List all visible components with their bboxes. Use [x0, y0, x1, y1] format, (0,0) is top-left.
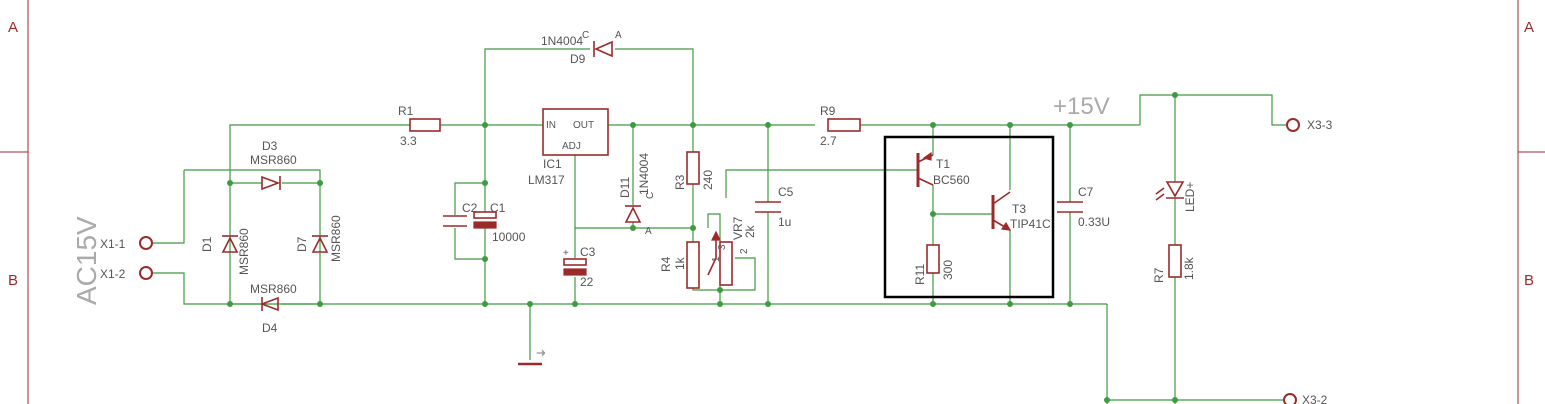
zone-a-right: A: [1524, 19, 1534, 36]
capacitor-c2[interactable]: C2: [443, 201, 478, 227]
capacitor-c5-ref: C5: [778, 185, 794, 199]
transistor-t3-ref: T3: [1012, 202, 1026, 216]
diode-d9[interactable]: 1N4004 D9 C A: [541, 30, 622, 66]
resistor-r11-ref: R11: [913, 264, 927, 285]
led-label: LED+: [1183, 182, 1197, 212]
diode-d11-ref: D11: [618, 177, 632, 198]
resistor-r7[interactable]: R7 1.8k: [1152, 244, 1196, 283]
capacitor-c1[interactable]: C1 10000: [473, 201, 526, 244]
diode-d1[interactable]: D1 MSR860: [200, 228, 251, 275]
zone-a-left: A: [8, 19, 18, 36]
diode-d11-anode: A: [645, 226, 652, 237]
resistor-r1-ref: R1: [398, 104, 414, 118]
diode-d7[interactable]: D7 MSR860: [295, 215, 343, 262]
ac15v-net-label: AC15V: [71, 216, 102, 305]
transistor-t1-value: BC560: [933, 173, 970, 187]
connector-x1-1-label: X1-1: [100, 237, 126, 251]
resistor-r4-ref: R4: [659, 256, 673, 272]
diode-d4-ref: D4: [262, 321, 278, 335]
capacitor-c3[interactable]: + C3 22: [563, 245, 596, 289]
diode-d1-value: MSR860: [237, 228, 251, 275]
resistor-r7-value: 1.8k: [1182, 256, 1196, 280]
regulator-ic1-value: LM317: [528, 173, 565, 187]
capacitor-c5-value: 1u: [778, 215, 791, 229]
diode-d3-value: MSR860: [250, 153, 297, 167]
transistor-t3-value: TIP41C: [1010, 217, 1051, 231]
transistor-t1-ref: T1: [936, 157, 950, 171]
diode-d9-value: 1N4004: [541, 34, 583, 48]
resistor-r9-ref: R9: [820, 104, 836, 118]
zone-b-left: B: [8, 272, 18, 289]
capacitor-c3-value: 22: [580, 275, 594, 289]
resistor-r11-value: 300: [941, 260, 955, 280]
ic1-pin-in: IN: [546, 120, 556, 131]
diode-d11[interactable]: D11 1N4004 C A: [618, 153, 656, 237]
capacitor-c2-ref: C2: [462, 201, 478, 215]
resistor-r1[interactable]: R1 3.3: [398, 104, 441, 148]
potentiometer-vr7-pin2: 2: [739, 248, 750, 254]
resistor-r9-value: 2.7: [820, 134, 837, 148]
diode-d9-anode: A: [615, 30, 622, 41]
ic1-pin-out: OUT: [573, 120, 594, 131]
potentiometer-vr7-pin3: 3: [717, 244, 728, 250]
potentiometer-vr7-ref: VR7: [731, 216, 745, 240]
capacitor-c1-ref: C1: [490, 201, 506, 215]
regulator-ic1-ref: IC1: [543, 157, 562, 171]
resistor-r3-value: 240: [701, 170, 715, 190]
resistor-r1-value: 3.3: [400, 134, 417, 148]
resistor-r11[interactable]: R11 300: [913, 244, 955, 285]
diode-d4[interactable]: MSR860 D4: [250, 282, 297, 335]
resistor-r7-ref: R7: [1152, 267, 1166, 283]
capacitor-c1-value: 10000: [492, 230, 526, 244]
zone-b-right: B: [1524, 272, 1534, 289]
led[interactable]: LED+: [1155, 181, 1197, 212]
connector-x1-2[interactable]: X1-2: [100, 266, 153, 281]
diode-d4-value: MSR860: [250, 282, 297, 296]
regulator-ic1[interactable]: IN OUT ADJ IC1 LM317: [528, 108, 609, 187]
ground-label: ⏚: [536, 348, 548, 358]
connector-x3-3[interactable]: X3-3: [1286, 118, 1333, 132]
resistor-r3[interactable]: R3 240: [673, 151, 715, 190]
potentiometer-vr7-value: 2k: [743, 224, 757, 238]
junctions: [227, 92, 1178, 403]
diode-d3-ref: D3: [262, 139, 278, 153]
diode-d3[interactable]: D3 MSR860: [250, 139, 297, 191]
potentiometer-vr7-pin1: 1: [711, 256, 722, 262]
transistor-t1[interactable]: T1 BC560: [916, 151, 970, 187]
selection-box: [883, 135, 1055, 299]
resistor-r4[interactable]: R4 1k: [659, 241, 700, 289]
diode-d11-value: 1N4004: [637, 153, 651, 195]
diode-d11-cathode: C: [645, 192, 656, 199]
connector-x1-1[interactable]: X1-1: [100, 236, 153, 251]
capacitor-c7-ref: C7: [1078, 185, 1094, 199]
diode-d9-cathode: C: [582, 30, 589, 41]
connector-x3-3-label: X3-3: [1307, 118, 1333, 132]
diode-d1-ref: D1: [200, 236, 214, 252]
capacitor-c7[interactable]: C7 0.33U: [1057, 185, 1110, 229]
connector-x3-2[interactable]: X3-2: [1283, 393, 1328, 404]
connector-x3-2-label: X3-2: [1302, 393, 1328, 404]
plus15v-net-label: +15V: [1053, 93, 1110, 120]
potentiometer-vr7[interactable]: VR7 2k 1 3 2: [707, 216, 757, 286]
transistor-t3[interactable]: T3 TIP41C: [991, 191, 1051, 231]
capacitor-c3-plus: +: [563, 248, 569, 259]
capacitor-c7-value: 0.33U: [1078, 215, 1110, 229]
resistor-r4-value: 1k: [673, 256, 687, 270]
ic1-pin-adj: ADJ: [562, 141, 581, 152]
diode-d7-value: MSR860: [329, 215, 343, 262]
diode-d7-ref: D7: [295, 236, 309, 252]
capacitor-c3-ref: C3: [580, 245, 596, 259]
capacitor-c5[interactable]: C5 1u: [755, 185, 794, 229]
resistor-r3-ref: R3: [673, 174, 687, 190]
connector-x1-2-label: X1-2: [100, 267, 126, 281]
wires: [152, 48, 1287, 404]
diode-d9-ref: D9: [570, 52, 586, 66]
ground-symbol: ⏚: [518, 348, 548, 366]
resistor-r9[interactable]: R9 2.7: [820, 104, 861, 148]
